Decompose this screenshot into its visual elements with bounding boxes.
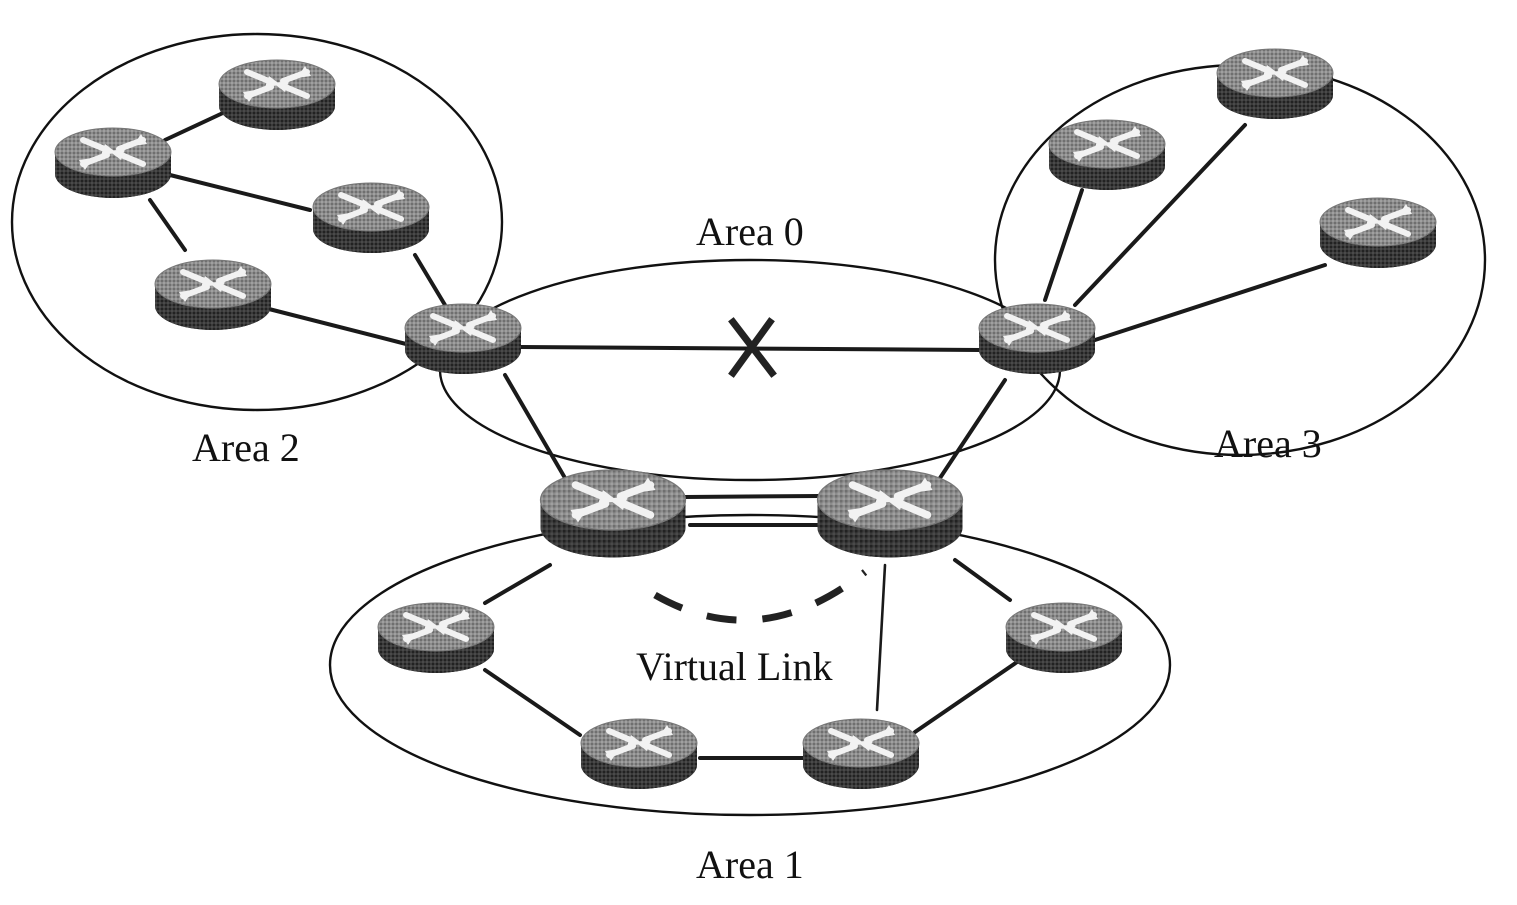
link-abr03-a3r3 bbox=[1093, 263, 1327, 342]
link-abr03-a3r2 bbox=[1073, 123, 1247, 307]
router-icon[interactable] bbox=[1320, 198, 1436, 268]
router-icon[interactable] bbox=[1006, 603, 1122, 673]
virtual-link-label: Virtual Link bbox=[636, 644, 832, 689]
links bbox=[148, 110, 1327, 760]
link-a2r2-a2r1 bbox=[163, 110, 227, 142]
router-icon[interactable] bbox=[541, 470, 686, 558]
router-icon[interactable] bbox=[1049, 120, 1165, 190]
link-abr01left-a1r1 bbox=[483, 563, 552, 605]
router-icon[interactable] bbox=[818, 470, 963, 558]
router-icon[interactable] bbox=[378, 603, 494, 673]
area-0-label: Area 0 bbox=[696, 209, 804, 254]
link-a1r1-a1r2 bbox=[483, 668, 582, 737]
router-icon[interactable] bbox=[55, 128, 171, 198]
router-icon[interactable] bbox=[155, 260, 271, 330]
router-icon[interactable] bbox=[979, 304, 1095, 374]
virtual-link bbox=[653, 569, 868, 624]
area-2-boundary bbox=[10, 32, 504, 412]
area-3-label: Area 3 bbox=[1214, 421, 1322, 466]
area-1-boundary bbox=[328, 513, 1172, 817]
link-a2r4-abr02 bbox=[263, 306, 412, 347]
router-icon[interactable] bbox=[405, 304, 521, 374]
link-a1r3-a1r4 bbox=[913, 658, 1022, 734]
area-0-boundary bbox=[438, 258, 1062, 482]
link-abr03-a3r1 bbox=[1043, 188, 1084, 302]
link-a2r2-a2r3 bbox=[168, 173, 312, 212]
link-abr02-abr01left bbox=[503, 373, 567, 480]
link-a2r3-abr02 bbox=[413, 253, 447, 307]
link-failure-x-icon bbox=[728, 317, 777, 378]
link-a1r4-abr01right bbox=[953, 558, 1012, 602]
router-icon[interactable] bbox=[313, 183, 429, 253]
router-icon[interactable] bbox=[581, 719, 697, 789]
link-abr03-abr01right bbox=[938, 378, 1007, 480]
link-a1r3-abr01right bbox=[875, 563, 887, 712]
area-2-label: Area 2 bbox=[192, 425, 300, 470]
router-icon[interactable] bbox=[1217, 49, 1333, 119]
link-a2r2-a2r4 bbox=[148, 198, 187, 252]
router-icon[interactable] bbox=[219, 60, 335, 130]
link-abr01left-abr01right-1 bbox=[683, 494, 822, 499]
area-1-label: Area 1 bbox=[696, 842, 804, 887]
router-icon[interactable] bbox=[803, 719, 919, 789]
